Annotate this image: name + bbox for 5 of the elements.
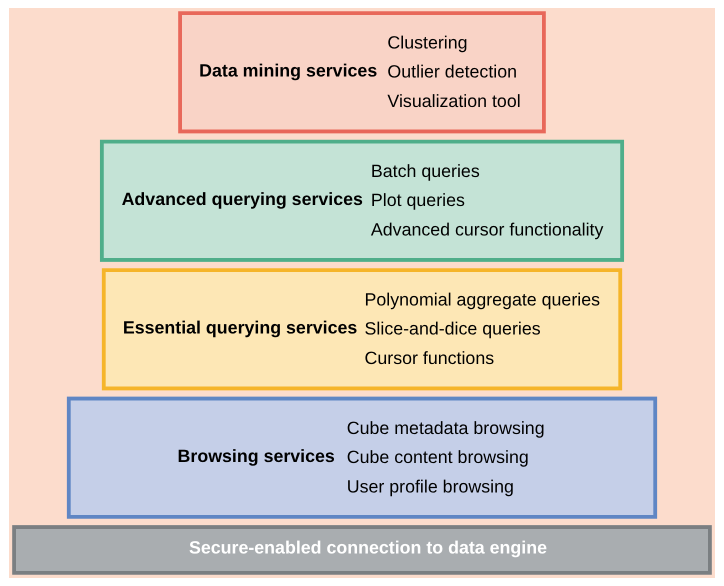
node-box: Data mining services Clustering Outlier detection Visualization tool — [178, 11, 546, 134]
node-box: Essential querying services Polynomial aggregate queries Slice-and-dice queries Cursor functions — [102, 268, 622, 390]
node-box: Secure-enabled connection to data engine — [12, 525, 712, 575]
node-box: Advanced querying services Batch queries Plot queries Advanced cursor functionality — [100, 140, 624, 262]
node-box: Browsing services Cube metadata browsing Cube content browsing User profile browsing — [66, 396, 658, 519]
